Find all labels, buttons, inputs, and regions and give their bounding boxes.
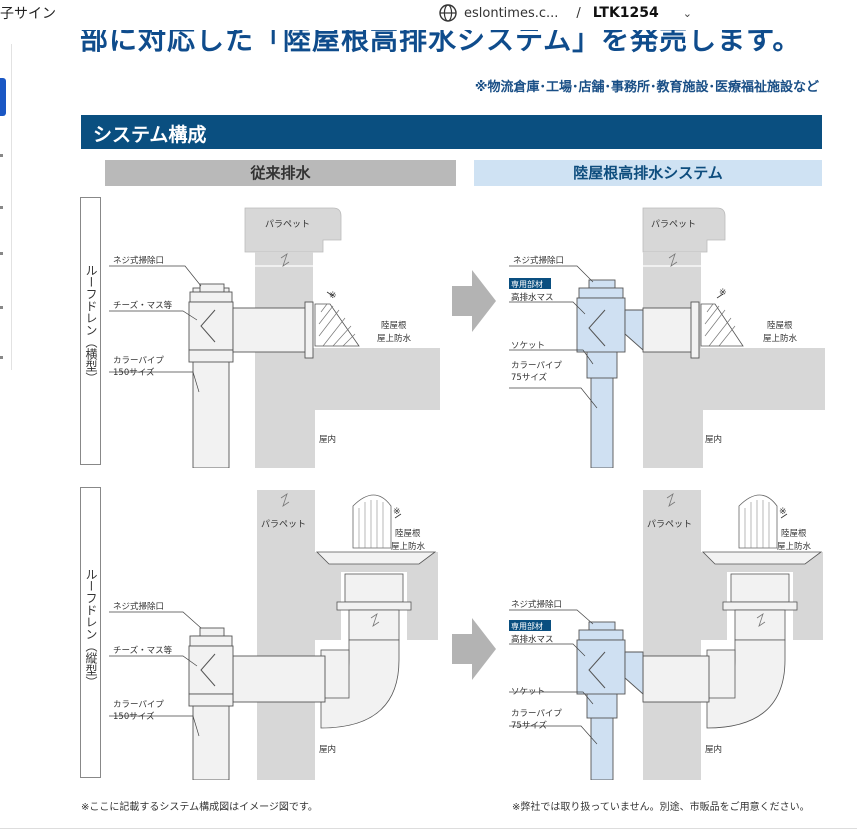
sidebar-dot bbox=[0, 252, 3, 255]
label-indoor: 屋内 bbox=[319, 434, 336, 445]
label-screw-cleanout: ネジ式掃除口 bbox=[511, 599, 562, 610]
label-waterproof: 屋上防水 bbox=[763, 333, 798, 344]
headline-text: 部に対応した「陸屋根高排水システム」を発売します。 bbox=[80, 30, 802, 56]
facilities-note: ※物流倉庫･工場･店舗･事務所･教育施設･医療福祉施設など bbox=[474, 80, 819, 95]
label-socket: ソケット bbox=[511, 687, 545, 697]
asterisk-label: ※ bbox=[329, 291, 337, 301]
row-label-vertical: ルーフドレン（縦型） bbox=[80, 487, 101, 778]
label-parapet: パラペット bbox=[261, 519, 306, 530]
label-color-pipe: カラーパイプ bbox=[511, 361, 562, 371]
label-parapet: パラペット bbox=[265, 219, 310, 230]
label-waterproof: 屋上防水 bbox=[377, 333, 412, 344]
sidebar-strip bbox=[0, 44, 12, 370]
label-high-drain-mass: 高排水マス bbox=[511, 292, 554, 303]
column-header-conventional: 従来排水 bbox=[105, 160, 456, 186]
label-size: 75サイズ bbox=[511, 372, 548, 383]
arrow-right-icon bbox=[452, 618, 496, 680]
label-size: 150サイズ bbox=[113, 367, 155, 378]
asterisk-label: ※ bbox=[719, 288, 727, 298]
globe-icon bbox=[439, 4, 457, 22]
asterisk-label: ※ bbox=[779, 507, 787, 517]
sidebar-dot bbox=[0, 206, 3, 209]
label-screw-cleanout: ネジ式掃除口 bbox=[513, 255, 564, 266]
label-parapet: パラペット bbox=[647, 519, 692, 530]
label-dedicated: 専用部材 bbox=[511, 621, 543, 631]
sidebar-dot bbox=[0, 306, 3, 309]
headline: 部に対応した「陸屋根高排水システム」を発売します。 bbox=[80, 30, 840, 64]
breadcrumb-separator: / bbox=[576, 5, 581, 21]
label-waterproof: 屋上防水 bbox=[391, 541, 426, 552]
label-roof: 陸屋根 bbox=[781, 528, 807, 539]
label-roof: 陸屋根 bbox=[381, 320, 407, 331]
label-color-pipe: カラーパイプ bbox=[113, 700, 164, 710]
label-high-drain-mass: 高排水マス bbox=[511, 634, 554, 645]
label-socket: ソケット bbox=[511, 341, 545, 351]
label-color-pipe: カラーパイプ bbox=[511, 709, 562, 719]
divider bbox=[0, 828, 857, 829]
footnote-left: ※ここに記載するシステム構成図はイメージ図です。 bbox=[81, 802, 318, 813]
diagram-conventional-vertical: ※ パラペット ネジ式掃除口 チーズ・マス等 カラーパイプ 150サイズ 陸屋根… bbox=[109, 490, 438, 780]
label-tees: チーズ・マス等 bbox=[113, 300, 173, 311]
label-indoor: 屋内 bbox=[705, 434, 722, 445]
row-label-vertical-text: ルーフドレン（縦型） bbox=[84, 568, 98, 688]
label-screw-cleanout: ネジ式掃除口 bbox=[113, 601, 164, 612]
row-label-horizontal-text: ルーフドレン（横型） bbox=[84, 264, 98, 384]
diagram-new-vertical: ※ パラペット ネジ式掃除口 専用部材 高排水マス ソケット カラーパイプ 75… bbox=[509, 490, 823, 780]
column-header-new-system: 陸屋根高排水システム bbox=[474, 160, 822, 186]
site-domain[interactable]: eslontimes.c... bbox=[464, 5, 559, 21]
chevron-down-icon[interactable]: ⌄ bbox=[682, 6, 692, 20]
row-label-horizontal: ルーフドレン（横型） bbox=[80, 197, 101, 465]
footnote-right: ※弊社では取り扱っていません。別途、市販品をご用意ください。 bbox=[512, 802, 810, 813]
label-roof: 陸屋根 bbox=[767, 320, 793, 331]
label-size: 75サイズ bbox=[511, 720, 548, 731]
label-color-pipe: カラーパイプ bbox=[113, 356, 164, 366]
sidebar-active-tab[interactable] bbox=[0, 78, 6, 116]
diagram-conventional-horizontal: ※ パラペット ネジ式掃除口 チーズ・マス等 カラーパイプ 150サイズ 陸屋根… bbox=[109, 207, 440, 468]
browser-topbar: 子サイン eslontimes.c... / LTK1254 ⌄ bbox=[0, 0, 857, 30]
label-tees: チーズ・マス等 bbox=[113, 645, 173, 656]
label-size: 150サイズ bbox=[113, 711, 155, 722]
dedicated-badge bbox=[509, 278, 551, 289]
diagram-new-horizontal: ※ パラペット ネジ式掃除口 専用部材 高排水マス ソケット カラーパイプ 75… bbox=[509, 207, 825, 468]
section-title: システム構成 bbox=[93, 124, 207, 146]
label-indoor: 屋内 bbox=[705, 744, 722, 755]
label-roof: 陸屋根 bbox=[395, 528, 421, 539]
label-parapet: パラペット bbox=[651, 219, 696, 230]
asterisk-label: ※ bbox=[393, 507, 401, 517]
label-waterproof: 屋上防水 bbox=[777, 541, 812, 552]
label-dedicated: 専用部材 bbox=[511, 279, 543, 289]
sidebar-dot bbox=[0, 154, 3, 157]
label-screw-cleanout: ネジ式掃除口 bbox=[113, 255, 164, 266]
sidebar-dot bbox=[0, 356, 3, 359]
label-indoor: 屋内 bbox=[319, 744, 336, 755]
dedicated-badge bbox=[509, 620, 551, 631]
site-breadcrumb[interactable]: eslontimes.c... / LTK1254 ⌄ bbox=[438, 3, 692, 23]
arrow-right-icon bbox=[452, 270, 496, 332]
lot-id[interactable]: LTK1254 bbox=[592, 5, 659, 21]
section-banner: システム構成 bbox=[81, 115, 822, 149]
page-title-fragment: 子サイン bbox=[0, 6, 56, 22]
